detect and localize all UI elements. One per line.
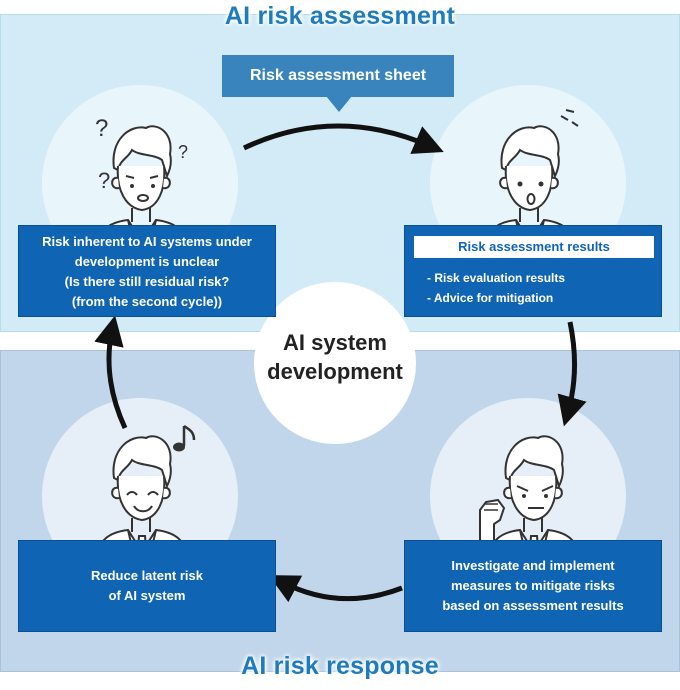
- center-label-line: AI system: [283, 330, 387, 355]
- box-line: (from the second cycle)): [71, 294, 223, 309]
- results-item: - Risk evaluation results: [427, 271, 566, 285]
- response-title: AI risk response: [241, 652, 439, 680]
- results-item: - Advice for mitigation: [427, 291, 554, 305]
- shock-lines-icon: [560, 109, 579, 127]
- happy-person-icon: [95, 435, 189, 567]
- raised-fist-icon: [479, 498, 506, 548]
- question-mark-icon: ?: [95, 115, 108, 142]
- center-label-line: development: [267, 359, 403, 384]
- box-line: measures to mitigate risks: [450, 578, 616, 593]
- arrow-to-mitigate: [557, 321, 587, 427]
- determined-person-icon: [487, 435, 581, 567]
- question-mark-icon: ?: [178, 142, 188, 162]
- box-line: Reduce latent risk: [91, 568, 203, 583]
- music-note-icon: [173, 424, 196, 452]
- center-label: AI system development: [254, 328, 416, 386]
- box-line: (Is there still residual risk?: [64, 274, 230, 289]
- risk-assessment-sheet-label: Risk assessment sheet: [222, 55, 454, 97]
- question-mark-icon: ?: [98, 168, 110, 193]
- results-title: Risk assessment results: [414, 236, 654, 258]
- surprised-person-icon: [483, 125, 577, 257]
- risk-unclear-box: Risk inherent to AI systems under develo…: [18, 225, 276, 317]
- box-line: development is unclear: [74, 254, 220, 269]
- risk-results-box: Risk assessment results - Risk evaluatio…: [404, 225, 662, 317]
- center-circle: [254, 282, 416, 444]
- arrow-to-results: [242, 123, 444, 154]
- confused-person-icon: [95, 125, 189, 257]
- box-line: Investigate and implement: [451, 558, 615, 573]
- reduce-risk-box: Reduce latent risk of AI system: [18, 540, 276, 632]
- box-line: Risk inherent to AI systems under: [42, 234, 252, 249]
- arrow-to-unclear: [94, 315, 128, 430]
- arrow-to-reduce: [268, 575, 403, 603]
- box-line: based on assessment results: [442, 598, 624, 613]
- mitigate-risk-box: Investigate and implement measures to mi…: [404, 540, 662, 632]
- box-line: of AI system: [108, 588, 186, 603]
- sheet-pointer: [326, 96, 352, 112]
- assessment-title: AI risk assessment: [224, 2, 456, 30]
